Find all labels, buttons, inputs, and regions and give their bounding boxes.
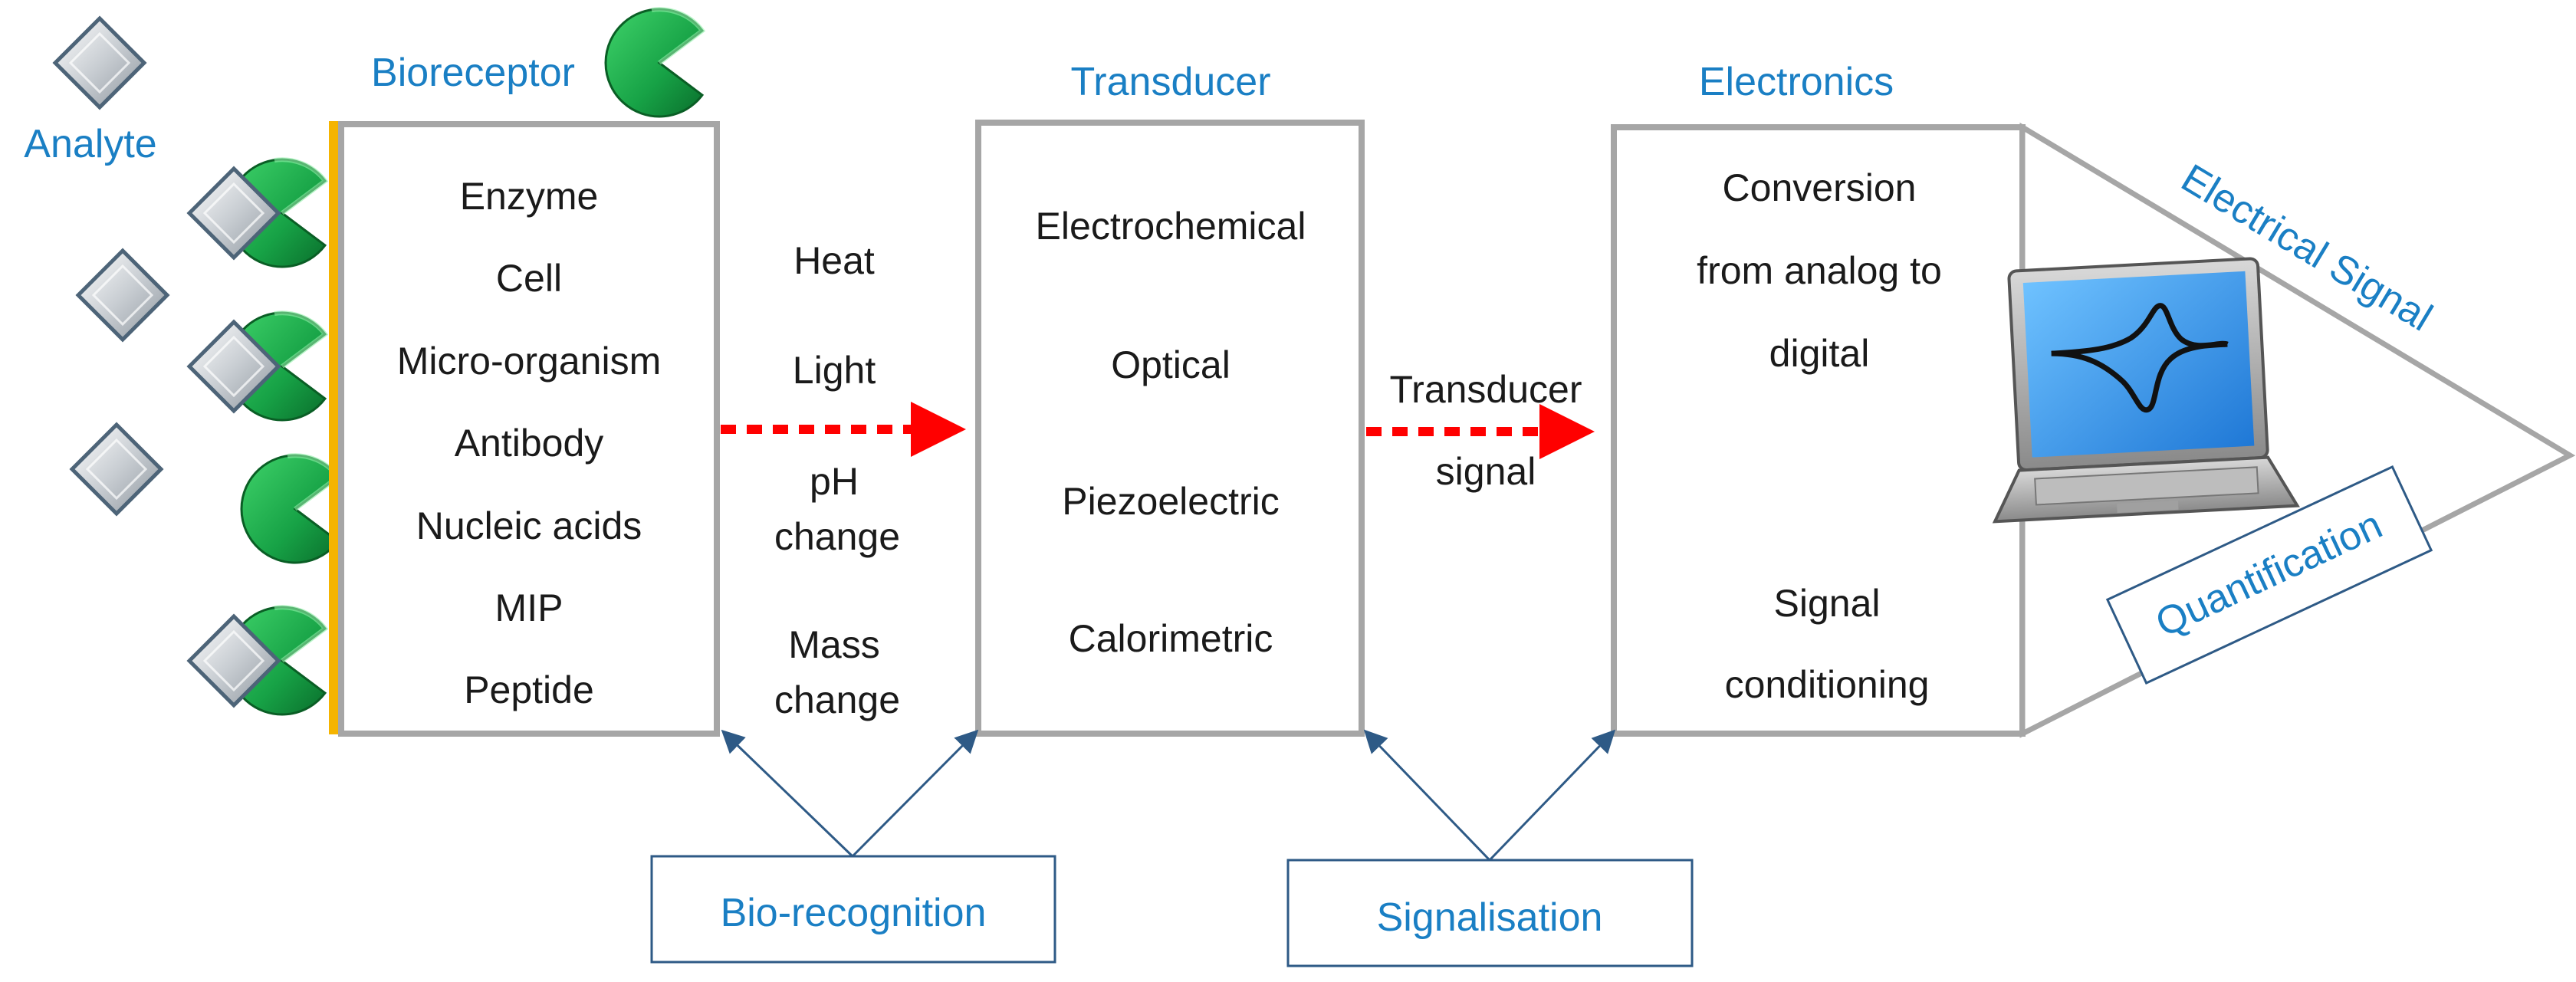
bioreceptor-item: Micro-organism (397, 340, 662, 383)
bioreceptor-item: Nucleic acids (416, 504, 642, 547)
pacman-receptor-icon (606, 9, 702, 117)
free-analyte-diamond-icon (78, 251, 167, 340)
signalisation-label: Signalisation (1377, 895, 1603, 940)
bio-recognition-label: Bio-recognition (721, 891, 987, 935)
signal-ph: pH (810, 460, 859, 503)
signal-light: Light (793, 349, 876, 392)
signal-mass: Mass (788, 623, 879, 666)
bioreceptor-item: MIP (495, 586, 564, 629)
electronics-title: Electronics (1699, 60, 1894, 104)
electronics-item: from analog to (1697, 249, 1942, 292)
connector-sig-to-electronics (1488, 729, 1616, 862)
analyte-label: Analyte (24, 122, 156, 166)
electronics-item: Signal (1774, 582, 1881, 625)
bound-receptor-icon (189, 313, 325, 420)
bio-signal-labels: Heat Light pH change Mass change (774, 239, 900, 721)
receptor-icon (242, 455, 338, 563)
transducer-item: Optical (1111, 343, 1230, 386)
bioreceptor-item: Peptide (464, 668, 594, 711)
connector-bio-to-bioreceptor (721, 729, 854, 858)
transducer-title: Transducer (1070, 60, 1270, 104)
bioreceptor-item: Cell (496, 257, 562, 300)
bioreceptor-items: Enzyme Cell Micro-organism Antibody Nucl… (397, 175, 662, 711)
laptop-icon (1992, 257, 2300, 524)
signal-heat: Heat (794, 239, 875, 282)
connector-bio-to-transducer (851, 729, 979, 858)
bioreceptor-item: Antibody (455, 422, 604, 465)
bio-recognition-box (650, 855, 1056, 964)
transducer-signal-line1: Transducer (1389, 368, 1582, 411)
transducer-items: Electrochemical Optical Piezoelectric Ca… (1036, 205, 1306, 660)
electronics-box (1611, 124, 2026, 737)
electronics-item: Conversion (1723, 166, 1917, 209)
connector-sig-to-transducer (1363, 729, 1491, 862)
free-analyte-diamond-icon (72, 425, 161, 514)
transducer-item: Piezoelectric (1062, 480, 1279, 523)
electronics-item: digital (1769, 332, 1870, 375)
signal-mass-change: change (774, 678, 900, 721)
transducer-box (975, 120, 1365, 737)
electronics-items: Conversion from analog to digital Signal… (1697, 166, 1942, 706)
bound-receptor-icon (189, 159, 325, 267)
bioreceptor-item: Enzyme (460, 175, 599, 218)
bioreceptor-title: Bioreceptor (371, 51, 575, 95)
electronics-item: conditioning (1725, 663, 1930, 706)
bioreceptor-box (338, 121, 720, 737)
signalisation-box (1286, 859, 1694, 967)
transducer-item: Electrochemical (1036, 205, 1306, 248)
transducer-signal-line2: signal (1436, 450, 1536, 493)
analyte-diamond-icon (55, 18, 144, 107)
transducer-item: Calorimetric (1069, 617, 1273, 660)
signal-ph-change: change (774, 515, 900, 558)
bound-receptor-icon (189, 607, 325, 714)
